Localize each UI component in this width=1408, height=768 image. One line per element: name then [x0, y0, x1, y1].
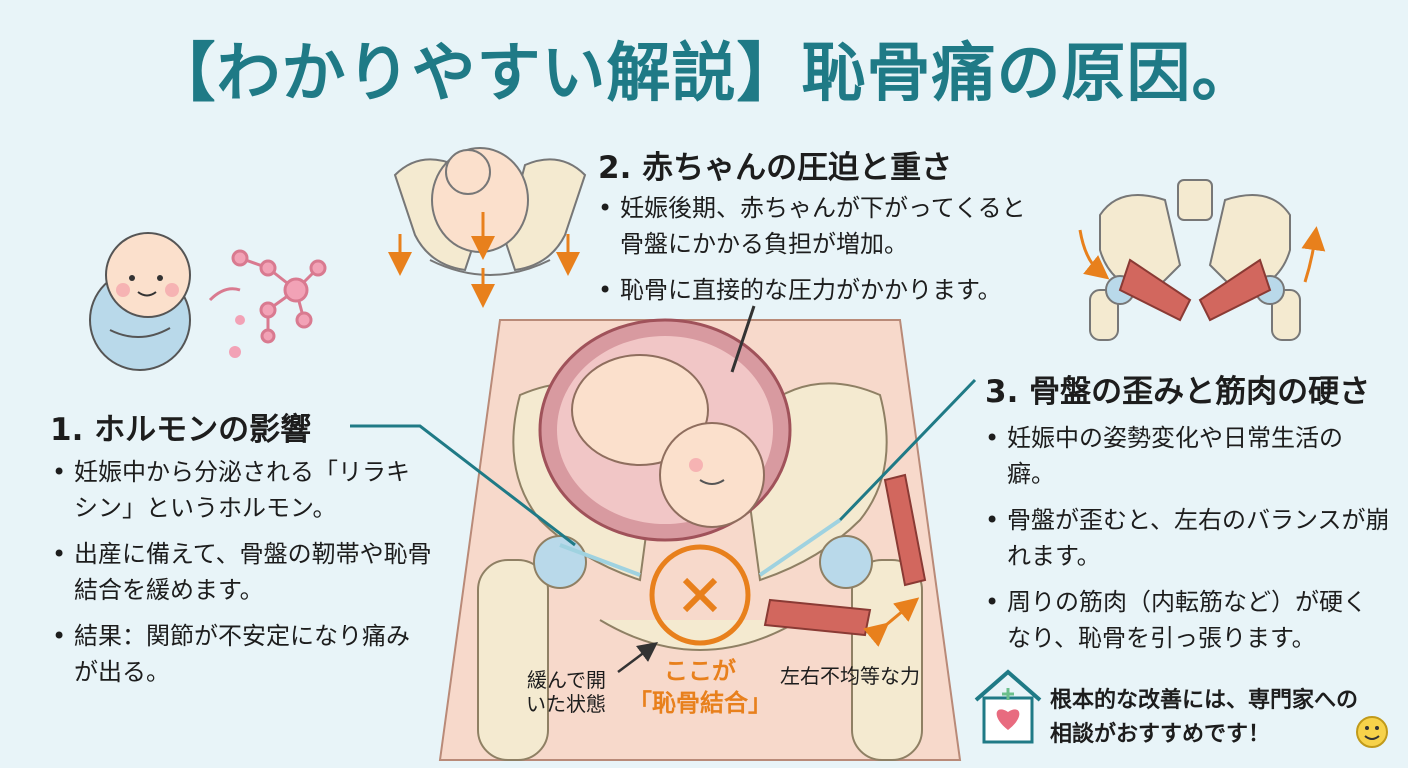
section-pelvis-bullets: 妊娠中の姿勢変化や日常生活の癖。 骨盤が歪むと、左右のバランスが崩れます。 周り… [985, 420, 1390, 666]
advice-text: 根本的な改善には、専門家への相談がおすすめです！ [1050, 688, 1359, 747]
pelvis-baby-icon [388, 147, 587, 308]
uneven-force-label: 左右不均等な力 [780, 664, 920, 688]
section-hormone-heading: 1. ホルモンの影響 [50, 412, 312, 448]
pelvis-muscle-icon [1078, 179, 1326, 341]
section-hormone-bullets: 妊娠中から分泌される「リラキシン」というホルモン。 出産に備えて、骨盤の靭帯や恥… [52, 454, 432, 700]
cross-mark-icon [682, 577, 718, 613]
leader-line-hormone [350, 424, 576, 547]
baby-icon [89, 232, 191, 371]
list-item: 恥骨に直接的な圧力がかかります。 [598, 272, 1038, 308]
body-illustration [438, 305, 962, 761]
pubic-symphysis-name: 「恥骨結合」 [628, 689, 772, 717]
list-item: 骨盤が歪むと、左右のバランスが崩れます。 [985, 502, 1390, 574]
section-pelvis-heading: 3. 骨盤の歪みと筋肉の硬さ [985, 374, 1371, 410]
house-heart-icon [974, 669, 1042, 744]
leader-line-pelvis [838, 378, 977, 522]
smile-icon [1356, 716, 1388, 748]
pubic-symphysis-label: ここが 「恥骨結合」 [610, 655, 790, 719]
list-item: 妊娠後期、赤ちゃんが下がってくると骨盤にかかる負担が増加。 [598, 190, 1038, 262]
list-item: 周りの筋肉（内転筋など）が硬くなり、恥骨を引っ張ります。 [985, 584, 1390, 656]
list-item: 妊娠中から分泌される「リラキシン」というホルモン。 [52, 454, 432, 526]
section-baby-bullets: 妊娠後期、赤ちゃんが下がってくると骨盤にかかる負担が増加。 恥骨に直接的な圧力が… [598, 190, 1038, 318]
here-label: ここが [664, 657, 736, 685]
list-item: 出産に備えて、骨盤の靭帯や恥骨結合を緩めます。 [52, 536, 432, 608]
list-item: 妊娠中の姿勢変化や日常生活の癖。 [985, 420, 1390, 492]
molecule-icon [208, 249, 327, 358]
page-title: 【わかりやすい解説】恥骨痛の原因。 [151, 37, 1257, 111]
list-item: 結果：関節が不安定になり痛みが出る。 [52, 618, 432, 690]
section-baby-heading: 2. 赤ちゃんの圧迫と重さ [598, 150, 953, 186]
loosened-label: 緩んで開いた状態 [526, 668, 606, 716]
